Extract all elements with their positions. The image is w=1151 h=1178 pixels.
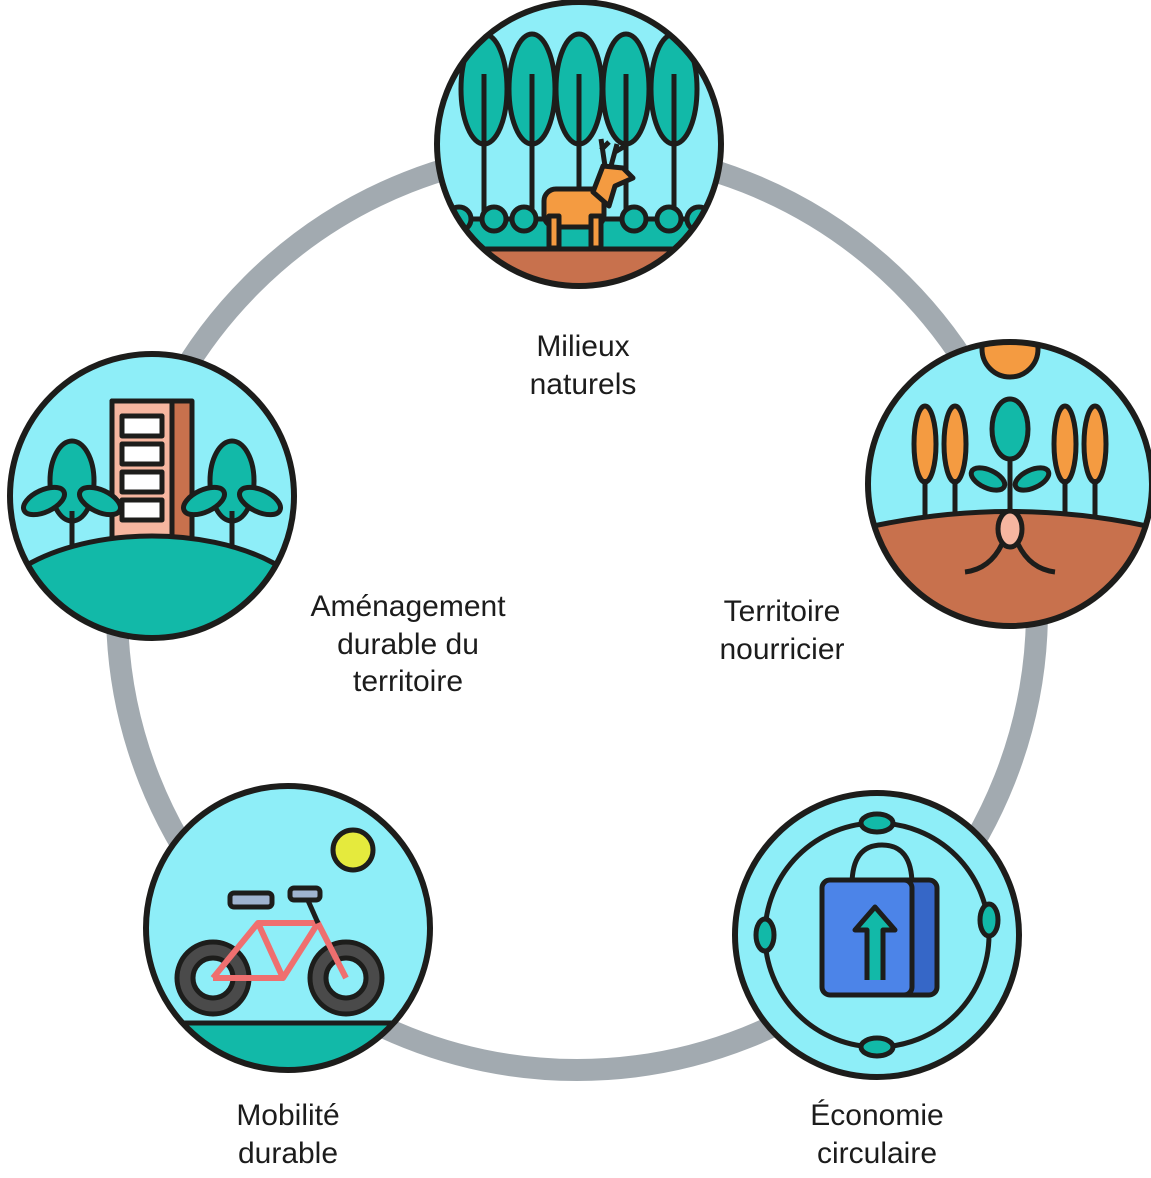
- label-territoire-nourricier: Territoire nourricier: [719, 595, 845, 666]
- label-economie-circulaire: Économie circulaire: [810, 1099, 944, 1170]
- shopping-bag-recycle-icon: [732, 790, 1022, 1080]
- building-trees-hill-icon: [7, 351, 297, 641]
- deer-forest-icon: [434, 0, 724, 289]
- label-amenagement-durable: Aménagement durable du territoire: [310, 590, 506, 698]
- label-milieux-naturels: Milieux naturels: [529, 330, 637, 401]
- wheat-crop-sun-icon: [865, 339, 1151, 629]
- label-mobilite-durable: Mobilité durable: [236, 1099, 340, 1170]
- bicycle-sun-icon: [143, 783, 433, 1073]
